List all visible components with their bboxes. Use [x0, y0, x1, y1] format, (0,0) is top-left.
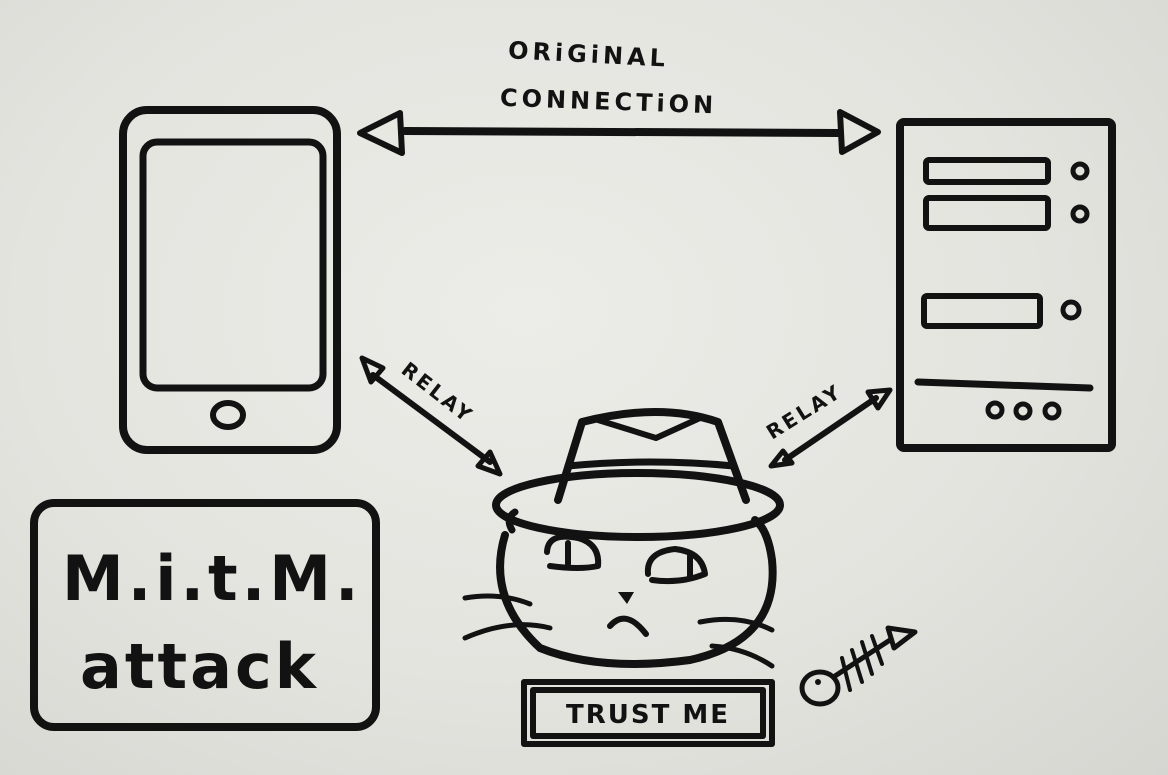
connection-label-line2: CONNECTiON: [500, 84, 718, 120]
fishbone-icon: [799, 625, 918, 707]
relay-right-label: RELAY: [762, 379, 847, 444]
badge-text: TRUST ME: [566, 700, 730, 730]
trust-me-badge: [521, 679, 775, 747]
title-line2: attack: [80, 630, 319, 703]
relay-left-arrow: [359, 355, 503, 477]
original-connection-arrow: [357, 109, 881, 156]
connection-label-line1: ORiGiNAL: [507, 36, 669, 72]
cat-attacker-icon: [462, 408, 784, 669]
relay-right-arrow: [768, 387, 893, 469]
mitm-attack-title-box: [30, 499, 380, 731]
smartphone-icon: [119, 106, 341, 454]
server-icon: [896, 118, 1116, 452]
title-line1: M.i.t.M.: [62, 542, 363, 615]
relay-left-label: RELAY: [397, 357, 479, 428]
